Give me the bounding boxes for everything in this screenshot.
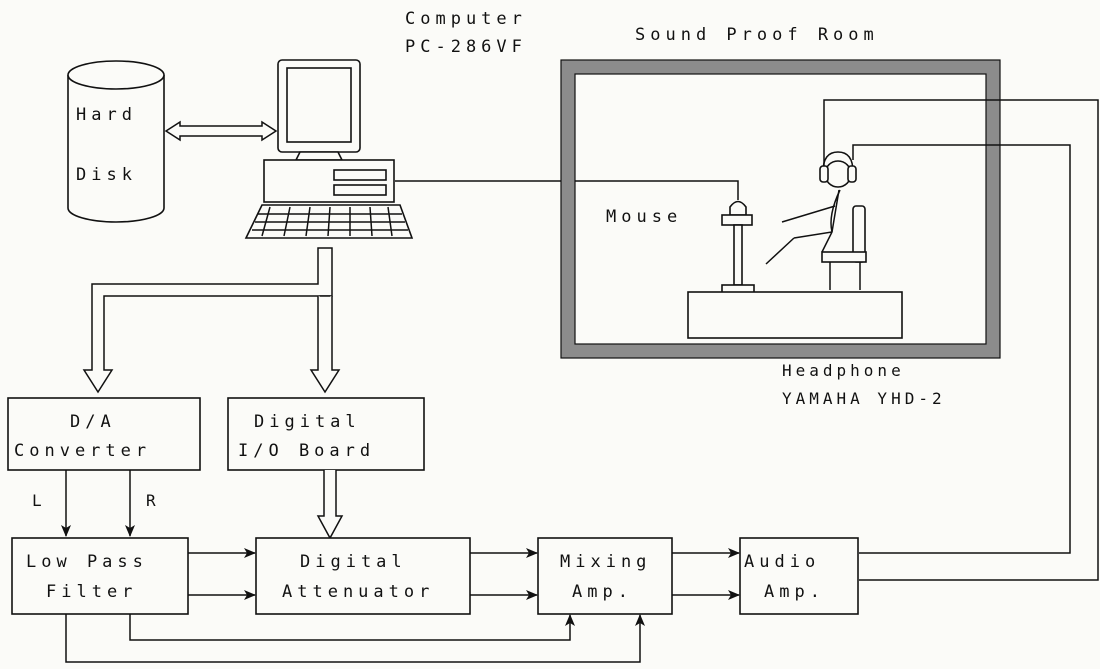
headphone-model: YAMAHA YHD-2 [782,389,946,408]
digital-io-line2: I/O Board [238,441,375,461]
channel-right-label: R [146,491,160,510]
table [688,292,902,338]
mixing-amp-line2: Amp. [572,582,633,602]
audio-amp-line1: Audio [744,552,820,572]
audio-amp-box [740,538,858,614]
mouse-icon [722,202,754,294]
computer-title: Computer [405,9,527,29]
disk-computer-double-arrow [166,122,276,140]
mixing-amp-line1: Mixing [560,552,651,572]
da-converter-line1: D/A [70,412,116,432]
audio-amp-line2: Amp. [764,582,825,602]
mouse-label: Mouse [606,207,682,227]
low-pass-filter-line2: Filter [46,582,137,602]
hard-disk-label-line2: Disk [76,165,137,185]
computer-bus-arrows [84,248,332,392]
room-title: Sound Proof Room [635,25,879,45]
digital-attenuator-box [256,538,470,614]
hard-disk-icon [68,61,164,222]
digital-io-line1: Digital [254,412,361,432]
da-converter-line2: Converter [14,441,151,461]
lpf-bypass-right-arrow [130,614,570,640]
computer-model: PC-286VF [405,37,527,57]
computer-to-dio-arrow [311,296,339,392]
digital-attenuator-line1: Digital [300,552,407,572]
low-pass-filter-line1: Low Pass [26,552,148,572]
headphone-title: Headphone [782,361,905,380]
low-pass-filter-box [12,538,188,614]
computer-icon [246,60,412,238]
hard-disk-label-line1: Hard [76,105,137,125]
headphone-cable-left [824,100,1098,580]
digital-attenuator-line2: Attenuator [282,582,434,602]
mixing-amp-box [538,538,672,614]
dio-to-attenuator-arrow [318,470,342,538]
channel-left-label: L [32,491,46,510]
lpf-bypass-left-arrow [66,614,640,662]
